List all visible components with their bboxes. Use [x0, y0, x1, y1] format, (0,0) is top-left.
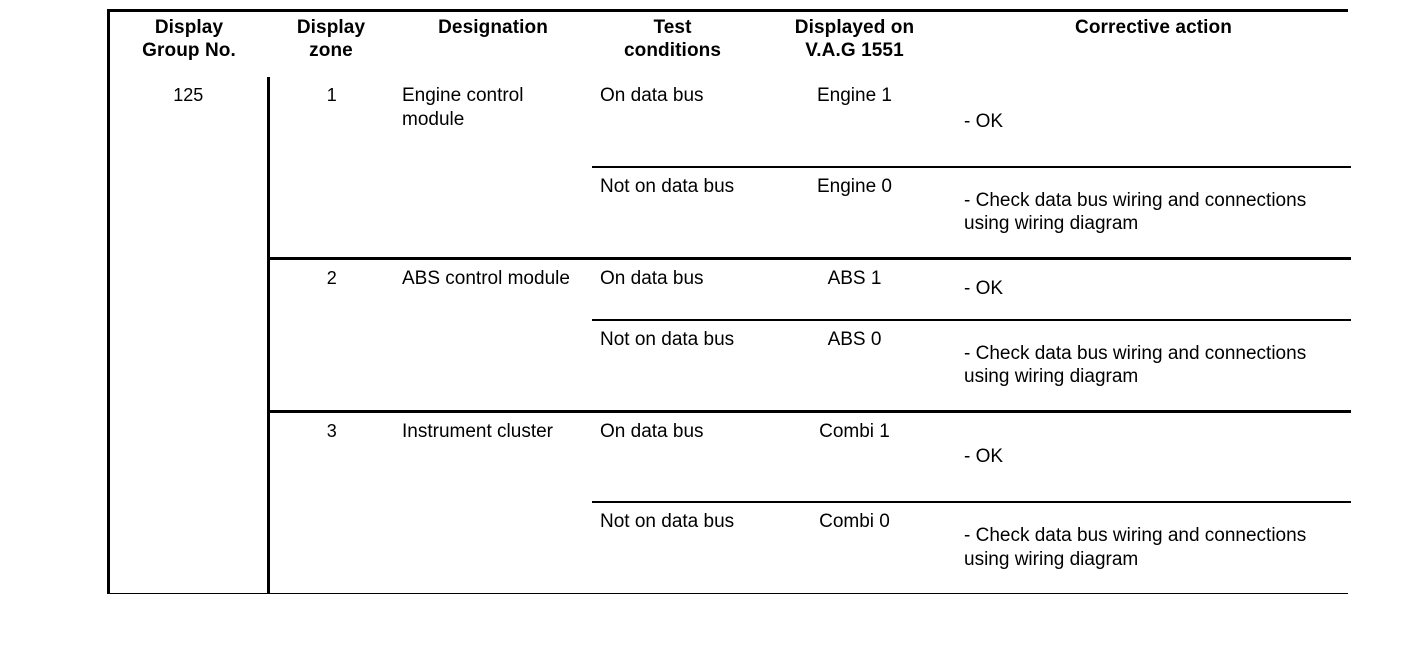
header-line-2: V.A.G 1551	[805, 40, 904, 62]
cell-test-condition: On data bus	[592, 77, 753, 168]
displayed-value: Combi 1	[819, 420, 890, 442]
display-group-no-value: 125	[173, 85, 204, 105]
cell-displayed-value: Combi 1	[753, 411, 956, 503]
header-line-1: Displayed on	[794, 17, 915, 38]
cell-corrective-action: - Check data bus wiring and connections …	[956, 320, 1351, 413]
display-group-table: Display Group No. Display zone Designati…	[110, 12, 1351, 593]
designation-value: Engine control module	[402, 85, 524, 130]
corrective-action-value: - Check data bus wiring and connections …	[964, 189, 1307, 235]
test-condition-value: Not on data bus	[600, 176, 735, 197]
cell-displayed-value: Combi 0	[753, 502, 956, 593]
table-row: Not on data bus Engine 0 - Check data bu…	[110, 167, 1351, 260]
corrective-action-value: - Check data bus wiring and connections …	[964, 342, 1307, 388]
cell-corrective-action: - OK	[956, 258, 1351, 321]
test-condition-value: Not on data bus	[600, 329, 735, 350]
test-condition-value: On data bus	[600, 420, 704, 442]
column-header-corrective-action-text: Corrective action	[1075, 17, 1232, 38]
table-row: 3 Instrument cluster On data bus Combi 1…	[110, 411, 1351, 503]
cell-test-condition: Not on data bus	[592, 320, 753, 413]
display-zone-value: 2	[326, 267, 337, 288]
table-row: 125 1 Engine control module On data bus …	[110, 77, 1351, 593]
column-header-corrective-action: Corrective action	[956, 12, 1351, 77]
cell-designation: Engine control module	[394, 77, 592, 260]
test-condition-value: Not on data bus	[600, 511, 735, 532]
corrective-action-value: - OK	[964, 110, 1004, 132]
designation-value: Instrument cluster	[402, 420, 553, 442]
column-header-display-zone-text: Display zone	[268, 12, 394, 66]
cell-displayed-value: ABS 1	[753, 258, 956, 321]
column-header-displayed-on-vag1551: Displayed on V.A.G 1551	[753, 12, 956, 77]
corrective-action-value: - OK	[964, 445, 1004, 467]
corrective-action-value: - Check data bus wiring and connections …	[964, 525, 1307, 570]
displayed-value: Engine 0	[816, 176, 892, 197]
test-condition-value: On data bus	[600, 267, 704, 289]
column-header-display-group-no-text: Display Group No.	[110, 12, 268, 66]
column-header-display-group-no: Display Group No.	[110, 12, 268, 77]
header-line-2: Group No.	[142, 40, 236, 62]
displayed-value: ABS 0	[827, 329, 882, 350]
cell-displayed-value: ABS 0	[753, 320, 956, 413]
header-line-2: zone	[309, 40, 353, 62]
header-line-1: Test	[653, 17, 692, 38]
column-header-displayed-on-text: Displayed on V.A.G 1551	[753, 12, 956, 66]
cell-corrective-action: - OK	[956, 77, 1351, 168]
display-zone-value: 1	[326, 85, 337, 105]
table-header-row: Display Group No. Display zone Designati…	[110, 12, 1351, 77]
cell-designation: Instrument cluster	[394, 411, 592, 593]
displayed-value: Engine 1	[816, 85, 892, 106]
display-zone-value: 3	[326, 420, 337, 441]
cell-display-zone: 3	[268, 411, 394, 593]
displayed-value: ABS 1	[827, 267, 882, 289]
table-row: Not on data bus ABS 0 - Check data bus w…	[110, 320, 1351, 413]
cell-display-zone: 1	[268, 77, 394, 260]
cell-test-condition: Not on data bus	[592, 167, 753, 260]
column-header-test-conditions-text: Test conditions	[592, 12, 753, 66]
cell-corrective-action: - OK	[956, 411, 1351, 503]
cell-display-group-no: 125	[110, 77, 270, 593]
cell-corrective-action: - Check data bus wiring and connections …	[956, 167, 1351, 260]
cell-displayed-value: Engine 1	[753, 77, 956, 168]
corrective-action-value: - OK	[964, 278, 1004, 300]
display-group-table-container: Display Group No. Display zone Designati…	[107, 9, 1351, 594]
column-header-designation: Designation	[394, 12, 592, 77]
table-row: 2 ABS control module On data bus ABS 1 -…	[110, 258, 1351, 413]
cell-display-zone: 2	[268, 258, 394, 413]
table-row: Not on data bus Combi 0 - Check data bus…	[110, 502, 1351, 593]
header-line-1: Display	[154, 17, 224, 38]
cell-displayed-value: Engine 0	[753, 167, 956, 260]
column-header-designation-text: Designation	[438, 17, 548, 38]
displayed-value: Combi 0	[819, 511, 890, 532]
column-header-display-zone: Display zone	[268, 12, 394, 77]
header-line-2: conditions	[623, 40, 722, 62]
table-body: 125 1 Engine control module On data bus …	[110, 77, 1351, 593]
cell-test-condition: Not on data bus	[592, 502, 753, 593]
designation-value: ABS control module	[402, 267, 570, 289]
header-line-1: Display	[296, 17, 366, 38]
test-condition-value: On data bus	[600, 85, 704, 106]
cell-test-condition: On data bus	[592, 258, 753, 321]
column-header-test-conditions: Test conditions	[592, 12, 753, 77]
cell-designation: ABS control module	[394, 258, 592, 413]
cell-corrective-action: - Check data bus wiring and connections …	[956, 502, 1351, 593]
cell-test-condition: On data bus	[592, 411, 753, 503]
table-header-row-group: Display Group No. Display zone Designati…	[110, 12, 1351, 77]
